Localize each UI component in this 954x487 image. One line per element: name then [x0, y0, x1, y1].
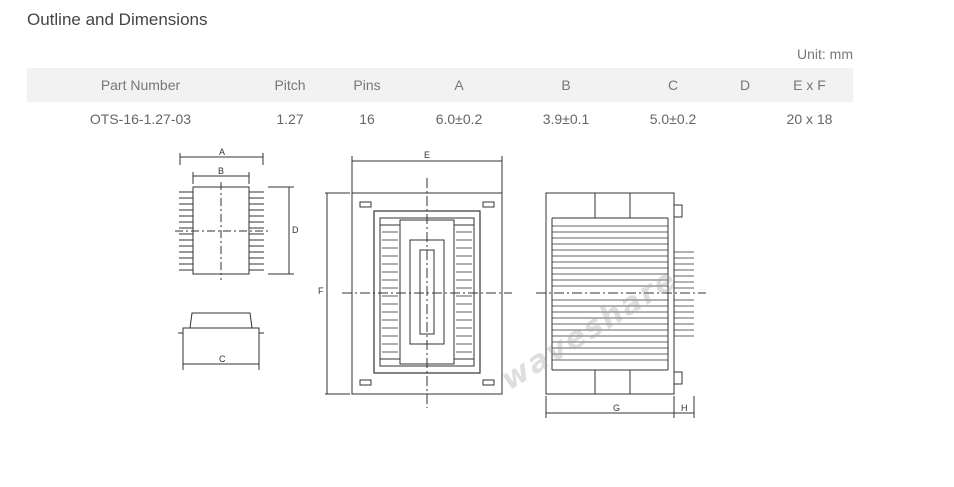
cell-pitch: 1.27 [276, 111, 304, 127]
dim-label-d: D [292, 225, 299, 235]
dim-label-e: E [424, 150, 430, 160]
dim-label-g: G [613, 403, 620, 413]
header-part-number: Part Number [27, 68, 254, 102]
header-c: C [622, 68, 724, 102]
table-header-row: Part Number Pitch Pins A B C D E x F [27, 68, 853, 102]
cell-part-number: OTS-16-1.27-03 [89, 111, 192, 127]
dim-label-a: A [219, 147, 225, 157]
header-pitch: Pitch [254, 68, 326, 102]
table-row: OTS-16-1.27-03 1.27 16 6.0±0.2 3.9±0.1 5… [27, 102, 853, 136]
header-a: A [408, 68, 510, 102]
chip-top-view [175, 153, 294, 280]
socket-side-view [536, 192, 706, 418]
cell-exf: 20 x 18 [786, 111, 833, 127]
dimensions-table: Part Number Pitch Pins A B C D E x F OTS… [27, 68, 853, 136]
page-title: Outline and Dimensions [27, 10, 208, 29]
header-exf: E x F [766, 68, 853, 102]
cell-b: 3.9±0.1 [542, 111, 590, 127]
cell-pins: 16 [359, 111, 375, 127]
unit-label: Unit: mm [797, 46, 853, 62]
dim-label-h: H [681, 403, 688, 413]
dim-label-b: B [218, 166, 224, 176]
header-b: B [510, 68, 622, 102]
chip-side-view [178, 312, 264, 370]
cell-d [724, 102, 766, 136]
outline-drawing: A B C D E F G H [175, 147, 706, 418]
socket-top-view [325, 156, 512, 408]
cell-c: 5.0±0.2 [649, 111, 697, 127]
dim-label-f: F [318, 286, 324, 296]
dim-label-c: C [219, 354, 226, 364]
header-pins: Pins [326, 68, 408, 102]
cell-a: 6.0±0.2 [435, 111, 483, 127]
header-d: D [724, 68, 766, 102]
